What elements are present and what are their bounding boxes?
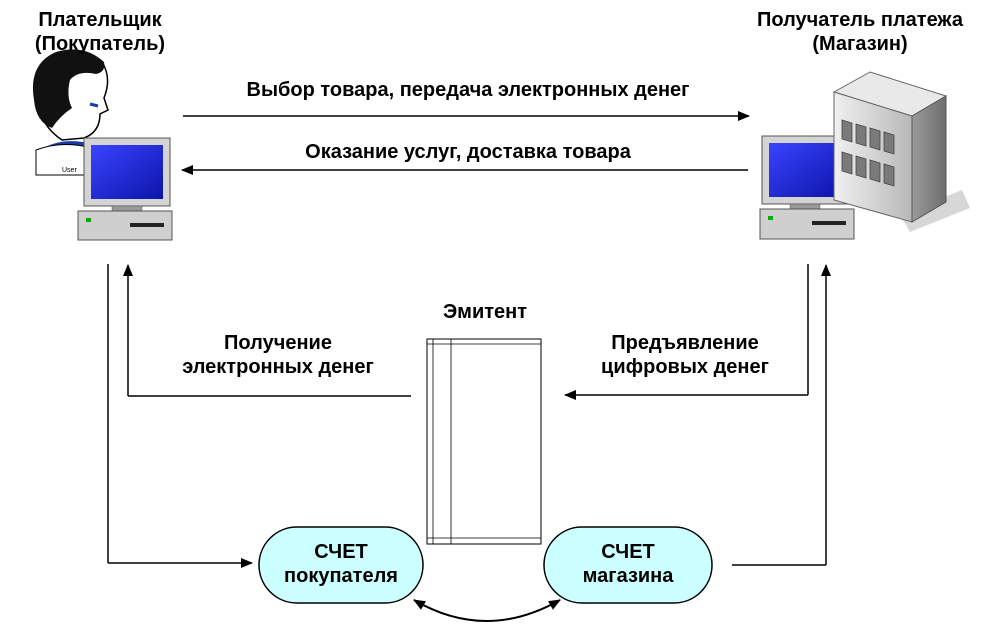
label-receive-money: Получение электронных денег	[140, 331, 416, 379]
label-receive-money-line2: электронных денег	[182, 356, 374, 378]
shop-building-icon	[832, 71, 970, 232]
label-present-money: Предъявление цифровых денег	[565, 331, 805, 379]
issuer-label: Эмитент	[442, 301, 528, 323]
label-present-money-line1: Предъявление	[611, 332, 759, 354]
buyer-account-shape	[258, 526, 424, 604]
issuer-box	[426, 338, 542, 545]
shop-account-label: СЧЕТ магазина	[544, 540, 712, 588]
buyer-account-line2: покупателя	[284, 565, 398, 587]
payer-title-line1: Плательщик	[38, 9, 162, 31]
shop-account-shape	[543, 526, 713, 604]
label-deliver-goods: Оказание услуг, доставка товара	[305, 141, 631, 163]
shop-account-line1: СЧЕТ	[601, 541, 655, 563]
payer-title-line2: (Покупатель)	[34, 33, 166, 55]
user-tag: User	[62, 167, 77, 174]
buyer-account-line1: СЧЕТ	[314, 541, 368, 563]
payer-title: Плательщик (Покупатель)	[0, 8, 200, 56]
shop-account-line2: магазина	[582, 565, 674, 587]
recipient-title-line2: (Магазин)	[812, 33, 908, 55]
shop-computer-icon	[759, 135, 855, 240]
label-present-money-line2: цифровых денег	[601, 356, 769, 378]
label-receive-money-line1: Получение	[224, 332, 332, 354]
arrow-account-transfer	[413, 599, 561, 622]
buyer-account-label: СЧЕТ покупателя	[259, 540, 423, 588]
user-computer-icon: User	[32, 49, 173, 241]
recipient-title-line1: Получатель платежа	[757, 9, 963, 31]
label-select-goods: Выбор товара, передача электронных денег	[246, 79, 690, 101]
recipient-title: Получатель платежа (Магазин)	[725, 8, 995, 56]
